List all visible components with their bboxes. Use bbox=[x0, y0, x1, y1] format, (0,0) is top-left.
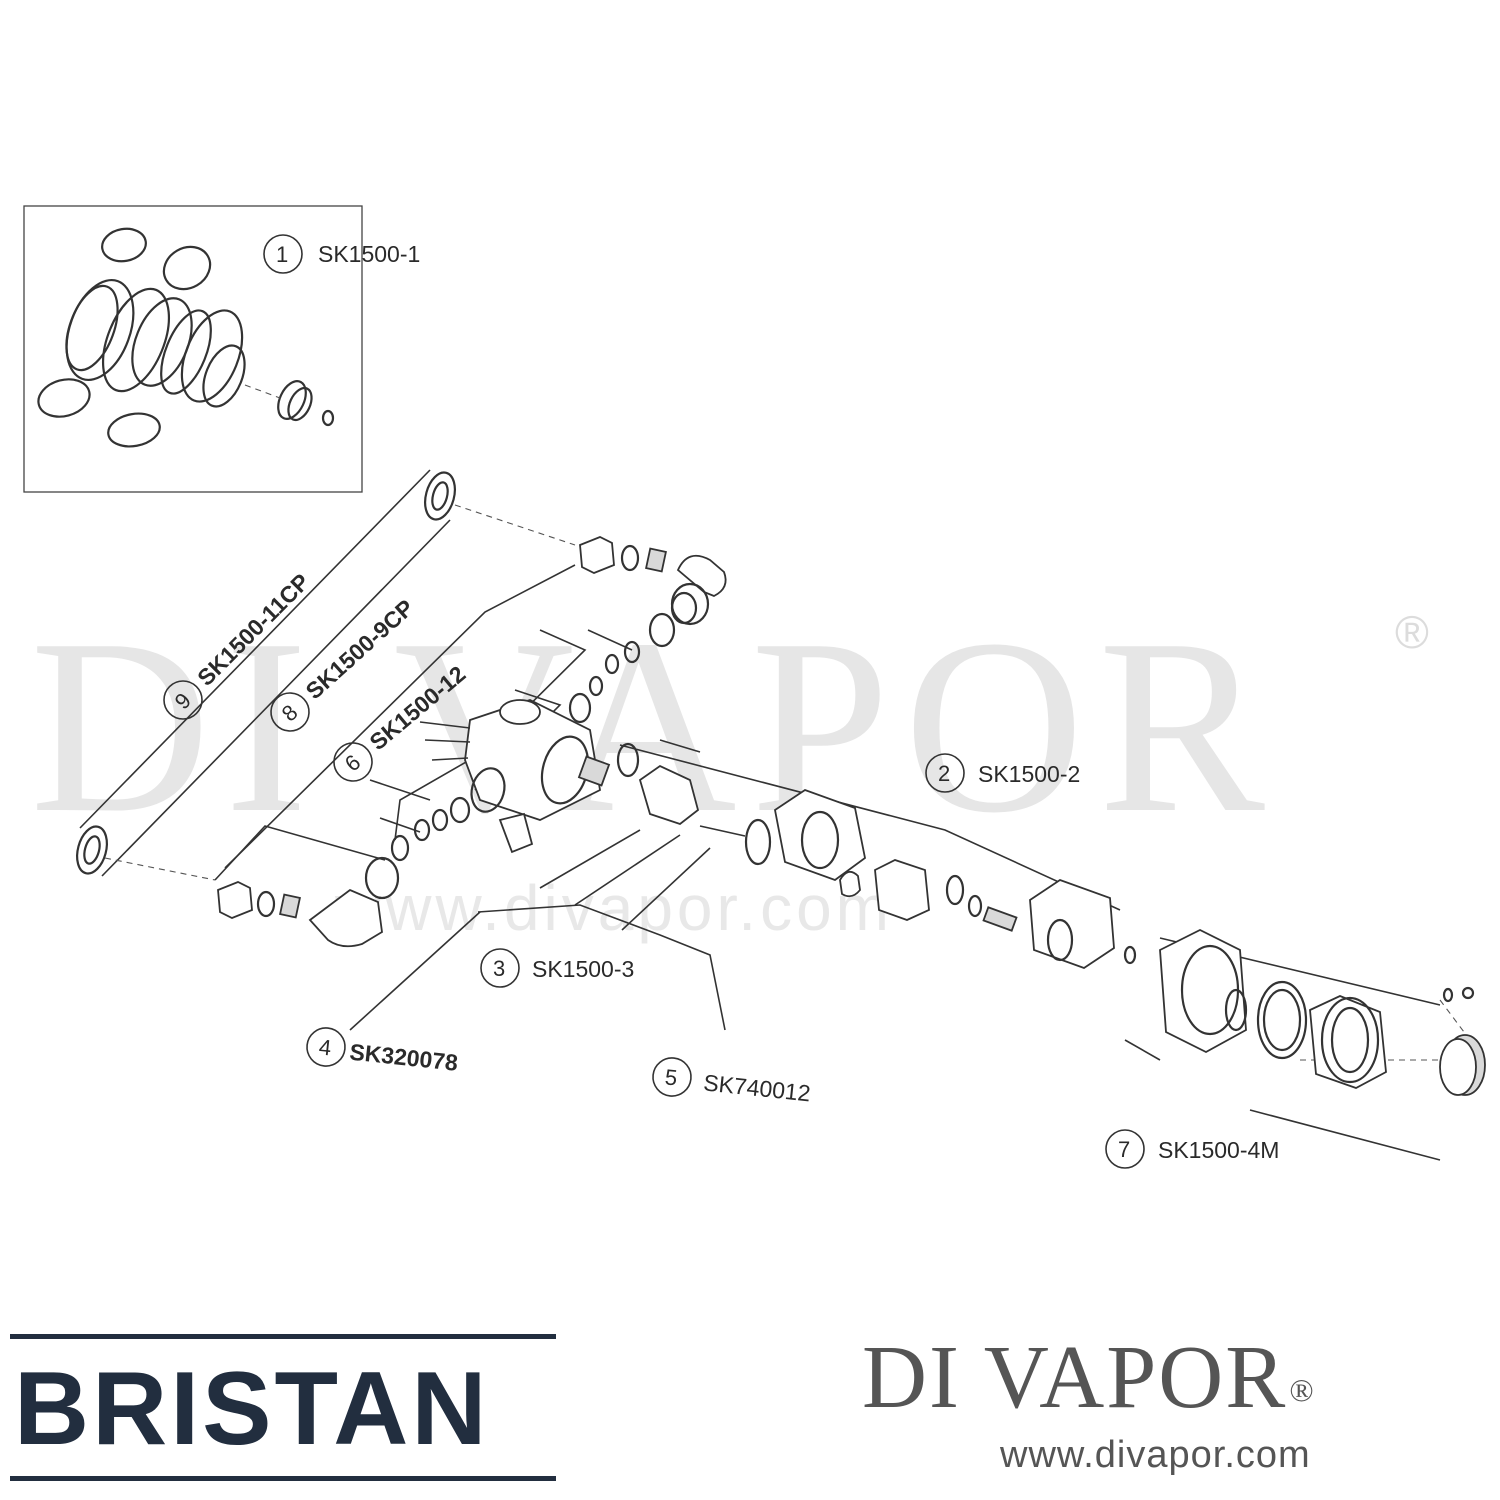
bristan-logo: BRISTAN bbox=[14, 1351, 490, 1467]
cartridge-assembly bbox=[577, 742, 1137, 970]
callout-number: 5 bbox=[664, 1064, 679, 1090]
callout-circle bbox=[263, 234, 303, 274]
watermark-registered: ® bbox=[1395, 606, 1429, 658]
part-code: SK1500-4M bbox=[1158, 1137, 1279, 1163]
callout-3: 3 SK1500-3 bbox=[480, 948, 634, 988]
watermark-url: www.divapor.com bbox=[334, 872, 893, 944]
top-inlet-assembly bbox=[568, 536, 727, 724]
divapor-logo-text: DI VAPOR bbox=[862, 1328, 1288, 1427]
bristan-logo-bottom-bar bbox=[10, 1476, 556, 1481]
valve-body bbox=[419, 699, 601, 854]
callout-1: 1 SK1500-1 bbox=[263, 234, 420, 274]
callout-circle bbox=[163, 680, 203, 720]
seal-kit-inset: 1 SK1500-1 bbox=[23, 205, 420, 493]
callout-circle bbox=[333, 742, 373, 782]
callout-number: 4 bbox=[318, 1034, 333, 1060]
bristan-logo-top-bar bbox=[10, 1334, 556, 1339]
callout-number: 1 bbox=[276, 242, 288, 267]
part-code: SK320078 bbox=[348, 1039, 459, 1076]
part-code: SK1500-2 bbox=[978, 761, 1080, 787]
callout-circle bbox=[1105, 1129, 1145, 1169]
part-code: SK1500-1 bbox=[318, 241, 420, 267]
callout-number: 2 bbox=[938, 761, 950, 786]
callout-number: 7 bbox=[1118, 1137, 1130, 1162]
divapor-registered-mark: ® bbox=[1289, 1372, 1316, 1408]
callout-circle bbox=[925, 753, 965, 793]
callout-2: 2 SK1500-2 bbox=[925, 753, 1080, 793]
callout-number: 3 bbox=[493, 956, 505, 981]
seal-kit-rings bbox=[37, 227, 335, 448]
part-code: SK1500-3 bbox=[532, 956, 634, 982]
watermark: DI VAPOR ® www.divapor.com bbox=[30, 588, 1429, 944]
callout-circle bbox=[270, 692, 310, 732]
callout-circle bbox=[480, 948, 520, 988]
callout-circle bbox=[652, 1057, 692, 1097]
divapor-logo: DI VAPOR® bbox=[862, 1328, 1316, 1428]
watermark-text: DI VAPOR bbox=[30, 588, 1279, 865]
part-code: SK740012 bbox=[702, 1069, 812, 1106]
divapor-url[interactable]: www.divapor.com bbox=[1000, 1434, 1311, 1476]
bottom-inlet-assembly bbox=[217, 796, 471, 948]
callout-7: 7 SK1500-4M bbox=[1105, 1129, 1279, 1169]
control-knob-assembly bbox=[1159, 928, 1486, 1096]
callout-5: 5 SK740012 bbox=[652, 1057, 812, 1106]
inset-border bbox=[23, 205, 363, 493]
callout-circle bbox=[306, 1027, 346, 1067]
callout-4: 4 SK320078 bbox=[306, 1027, 459, 1076]
